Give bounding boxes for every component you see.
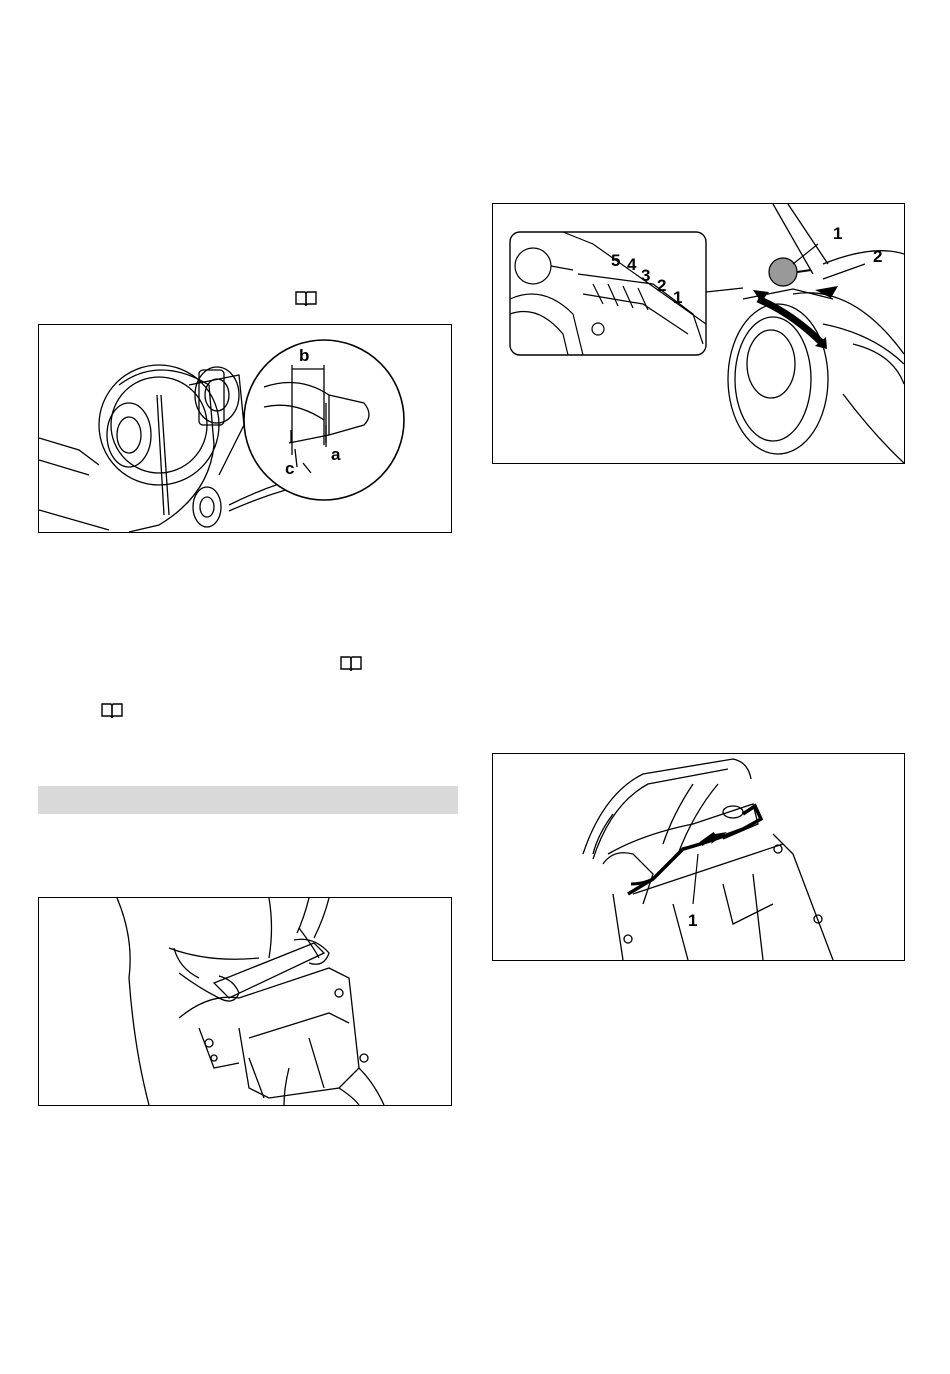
inset-label-1: 1 [673,288,682,307]
label-c: c [285,459,294,478]
book-icon [101,702,123,718]
label-a: a [331,445,341,464]
inset-label-3: 3 [641,266,650,285]
book-icon [295,290,317,306]
label-1: 1 [688,911,697,930]
inset-label-5: 5 [611,251,620,270]
figure-carrying-handle [38,897,452,1106]
book-icon [340,655,362,671]
figure-blade-wear: b a c [38,324,452,533]
label-2: 2 [873,247,882,266]
figure-grass-catcher: 1 [492,753,905,961]
inset-label-2: 2 [657,276,666,295]
label-1: 1 [833,224,842,243]
figure-cutting-height: 5 4 3 2 1 1 2 [492,203,905,464]
label-b: b [299,346,309,365]
section-heading-bar [38,786,458,814]
inset-label-4: 4 [627,255,637,274]
